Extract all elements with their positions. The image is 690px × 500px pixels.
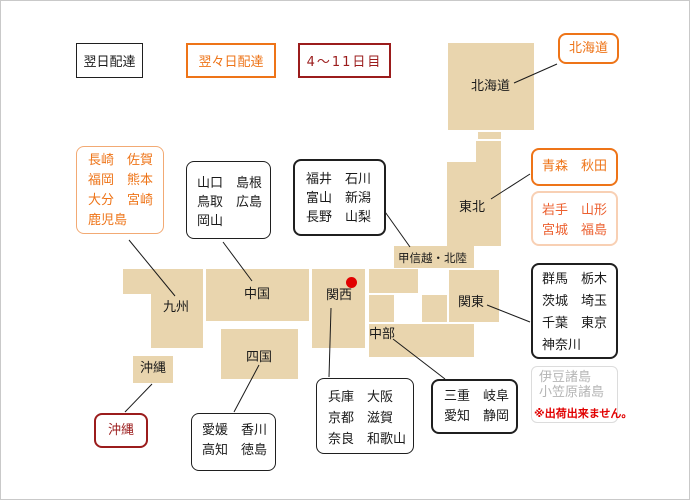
no-shipping-note: ※出荷出来ません。 — [534, 407, 633, 420]
pref-line: 鹿児島 — [88, 213, 128, 228]
pref-line: 千葉 東京 — [542, 316, 608, 331]
pref-line: 奈良 和歌山 — [328, 432, 407, 447]
shipping-origin-dot — [346, 277, 357, 288]
pref-line: 岩手 山形 — [542, 203, 608, 218]
region-hokkaido-connector — [478, 132, 501, 139]
region-label-tohoku: 東北 — [459, 200, 486, 215]
region-label-shikoku: 四国 — [246, 350, 273, 365]
region-chubu-nw — [369, 269, 418, 293]
pref-line: 鳥取 広島 — [197, 195, 263, 210]
pref-line: 北海道 — [568, 40, 608, 56]
pref-line: 高知 徳島 — [202, 443, 268, 458]
callout-tokai-prefectures: 三重 岐阜 愛知 静岡 — [431, 379, 518, 434]
pref-line: 京都 滋賀 — [328, 411, 394, 426]
region-label-chubu: 中部 — [369, 327, 396, 342]
pref-line: 茨城 埼玉 — [542, 294, 608, 309]
region-kyushu — [151, 294, 203, 348]
region-label-kansai: 関西 — [326, 288, 353, 303]
pref-line: 福井 石川 — [306, 172, 372, 187]
callout-aomori-akita: 青森 秋田 — [531, 148, 618, 186]
callout-shikoku-prefectures: 愛媛 香川 高知 徳島 — [191, 413, 276, 471]
region-kansai — [312, 269, 365, 348]
callout-kanto-prefectures: 群馬 栃木 茨城 埼玉 千葉 東京 神奈川 — [531, 263, 618, 359]
region-label-koshinetsu-hokuriku: 甲信越・北陸 — [398, 251, 467, 265]
pref-line: 神奈川 — [542, 338, 582, 353]
callout-okinawa: 沖縄 — [94, 413, 148, 448]
region-koshinetsu-hokuriku — [394, 246, 474, 268]
legend-second-day: 翌々日配達 — [186, 43, 276, 78]
region-okinawa — [133, 356, 173, 383]
region-chubu-w — [369, 295, 394, 322]
pref-line: 愛知 静岡 — [444, 409, 510, 424]
legend-next-day: 翌日配達 — [76, 43, 143, 78]
callout-kansai-prefectures: 兵庫 大阪 京都 滋賀 奈良 和歌山 — [316, 378, 414, 454]
region-hokkaido — [448, 43, 534, 130]
callout-hokkaido: 北海道 — [558, 33, 619, 64]
pref-line: 福岡 熊本 — [88, 173, 154, 188]
region-label-okinawa: 沖縄 — [140, 361, 167, 376]
callout-chugoku-prefectures: 山口 島根 鳥取 広島 岡山 — [186, 161, 271, 239]
callout-iwate-miyagi: 岩手 山形 宮城 福島 — [531, 191, 618, 246]
legend-4-11-days: 4～11日目 — [298, 43, 391, 78]
callout-hokuriku-prefectures: 福井 石川 富山 新潟 長野 山梨 — [293, 159, 386, 236]
pref-line: 富山 新潟 — [306, 191, 372, 206]
region-kyushu-north — [123, 269, 203, 294]
callout-kyushu-prefectures: 長崎 佐賀 福岡 熊本 大分 宮崎 鹿児島 — [76, 146, 164, 234]
pref-line: 長野 山梨 — [306, 210, 372, 225]
callout-izu-islands: 伊豆諸島 小笠原諸島 ※出荷出来ません。 — [531, 366, 633, 423]
region-label-kyushu: 九州 — [163, 300, 190, 315]
pref-line: 愛媛 香川 — [202, 423, 268, 438]
pref-line: 長崎 佐賀 — [88, 153, 154, 168]
pref-line: 群馬 栃木 — [542, 272, 608, 287]
region-chubu-e — [422, 295, 447, 322]
connector-koshinetsu-line — [382, 208, 411, 248]
pref-line: 兵庫 大阪 — [328, 390, 394, 405]
pref-line: 三重 岐阜 — [444, 389, 510, 404]
region-tohoku-north — [476, 141, 501, 162]
region-label-hokkaido: 北海道 — [471, 79, 511, 94]
pref-line: 青森 秋田 — [541, 159, 607, 174]
pref-line: 岡山 — [197, 214, 224, 229]
pref-line: 小笠原諸島 — [539, 385, 605, 400]
pref-line: 沖縄 — [107, 422, 134, 438]
pref-line: 大分 宮崎 — [88, 193, 154, 208]
region-label-kanto: 関東 — [458, 295, 485, 310]
connector-okinawa-line — [124, 383, 153, 413]
pref-line: 宮城 福島 — [542, 223, 608, 238]
pref-line: 山口 島根 — [197, 176, 263, 191]
pref-line: 伊豆諸島 — [539, 370, 592, 385]
region-label-chugoku: 中国 — [244, 287, 271, 302]
